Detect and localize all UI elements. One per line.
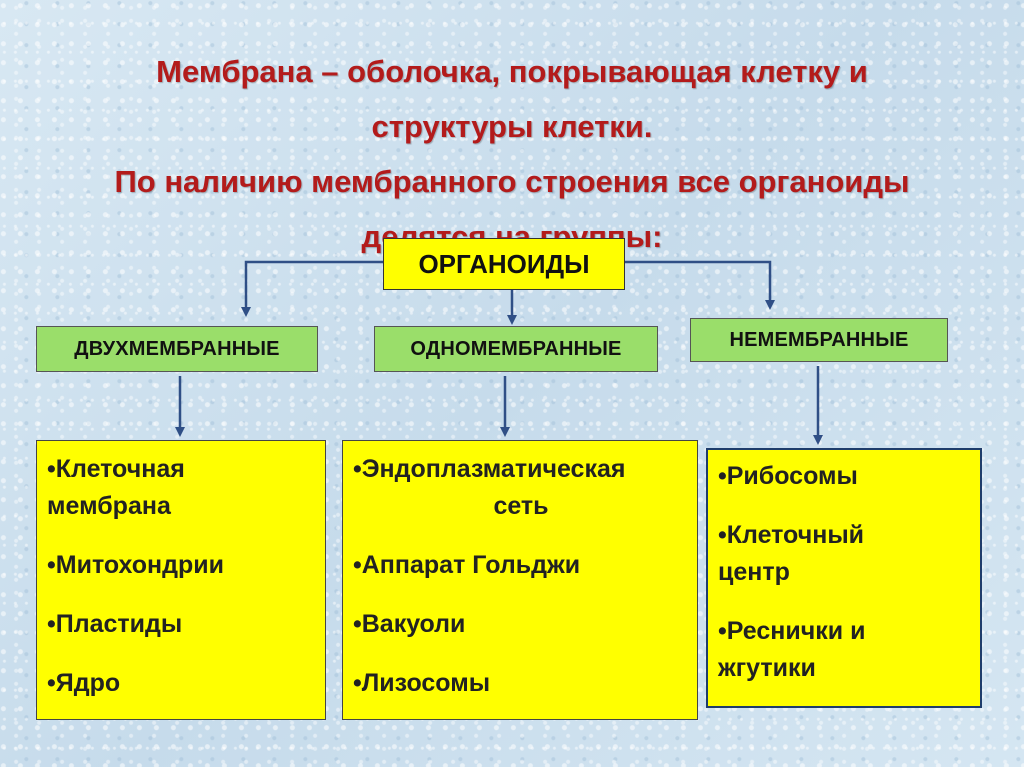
list-item-text: •Вакуоли — [353, 610, 466, 638]
list-item-continuation: сеть — [493, 492, 549, 520]
category-single-membrane: ОДНОМЕМБРАННЫЕ — [374, 326, 658, 372]
list-item: •Клеточный центр — [718, 517, 972, 591]
list-item-text: •Клеточный — [718, 521, 865, 549]
category-non-membrane: НЕМЕМБРАННЫЕ — [690, 318, 948, 362]
slide-title: Мембрана – оболочка, покрывающая клетку … — [40, 44, 984, 264]
list-item: •Митохондрии — [47, 547, 317, 584]
title-line-2: структуры клетки. — [371, 109, 653, 144]
list-non-membrane: •Рибосомы •Клеточный центр •Реснички и жгути… — [706, 448, 982, 708]
list-item: •Ядро — [47, 665, 317, 702]
list-item: •Рибосомы — [718, 458, 972, 495]
list-item-text: •Лизосомы — [353, 669, 491, 697]
list-item-text: •Эндоплазматическая — [353, 455, 626, 483]
list-item: •Вакуоли — [353, 606, 689, 643]
list-single-membrane: •Эндоплазматическая сеть •Аппарат Гольджи •… — [342, 440, 698, 720]
title-line-3: По наличию мембранного строения все орга… — [114, 164, 910, 199]
list-item-text: •Аппарат Гольджи — [353, 551, 581, 579]
list-item: •Реснички и жгутики — [718, 613, 972, 687]
list-item-continuation: мембрана — [47, 492, 171, 520]
list-item-text: •Рибосомы — [718, 462, 858, 490]
list-item-continuation: жгутики — [718, 654, 816, 682]
list-item-text: •Пластиды — [47, 610, 183, 638]
organoids-root-box: ОРГАНОИДЫ — [383, 238, 625, 290]
list-item: •Пластиды — [47, 606, 317, 643]
list-item: •Лизосомы — [353, 665, 689, 702]
connector-root-to-double — [241, 260, 383, 317]
list-item-text: •Ядро — [47, 669, 121, 697]
category-double-membrane: ДВУХМЕМБРАННЫЕ — [36, 326, 318, 372]
connector-root-to-none — [625, 260, 775, 310]
list-item-text: •Митохондрии — [47, 551, 225, 579]
list-double-membrane: •Клеточная мембрана •Митохондрии •Пластиды •… — [36, 440, 326, 720]
list-item-continuation: центр — [718, 558, 790, 586]
list-item-text: •Клеточная — [47, 455, 185, 483]
list-item: •Клеточная мембрана — [47, 451, 317, 525]
title-line-1: Мембрана – оболочка, покрывающая клетку … — [156, 54, 868, 89]
list-item: •Эндоплазматическая сеть — [353, 451, 689, 525]
list-item: •Аппарат Гольджи — [353, 547, 689, 584]
list-item-text: •Реснички и — [718, 617, 866, 645]
